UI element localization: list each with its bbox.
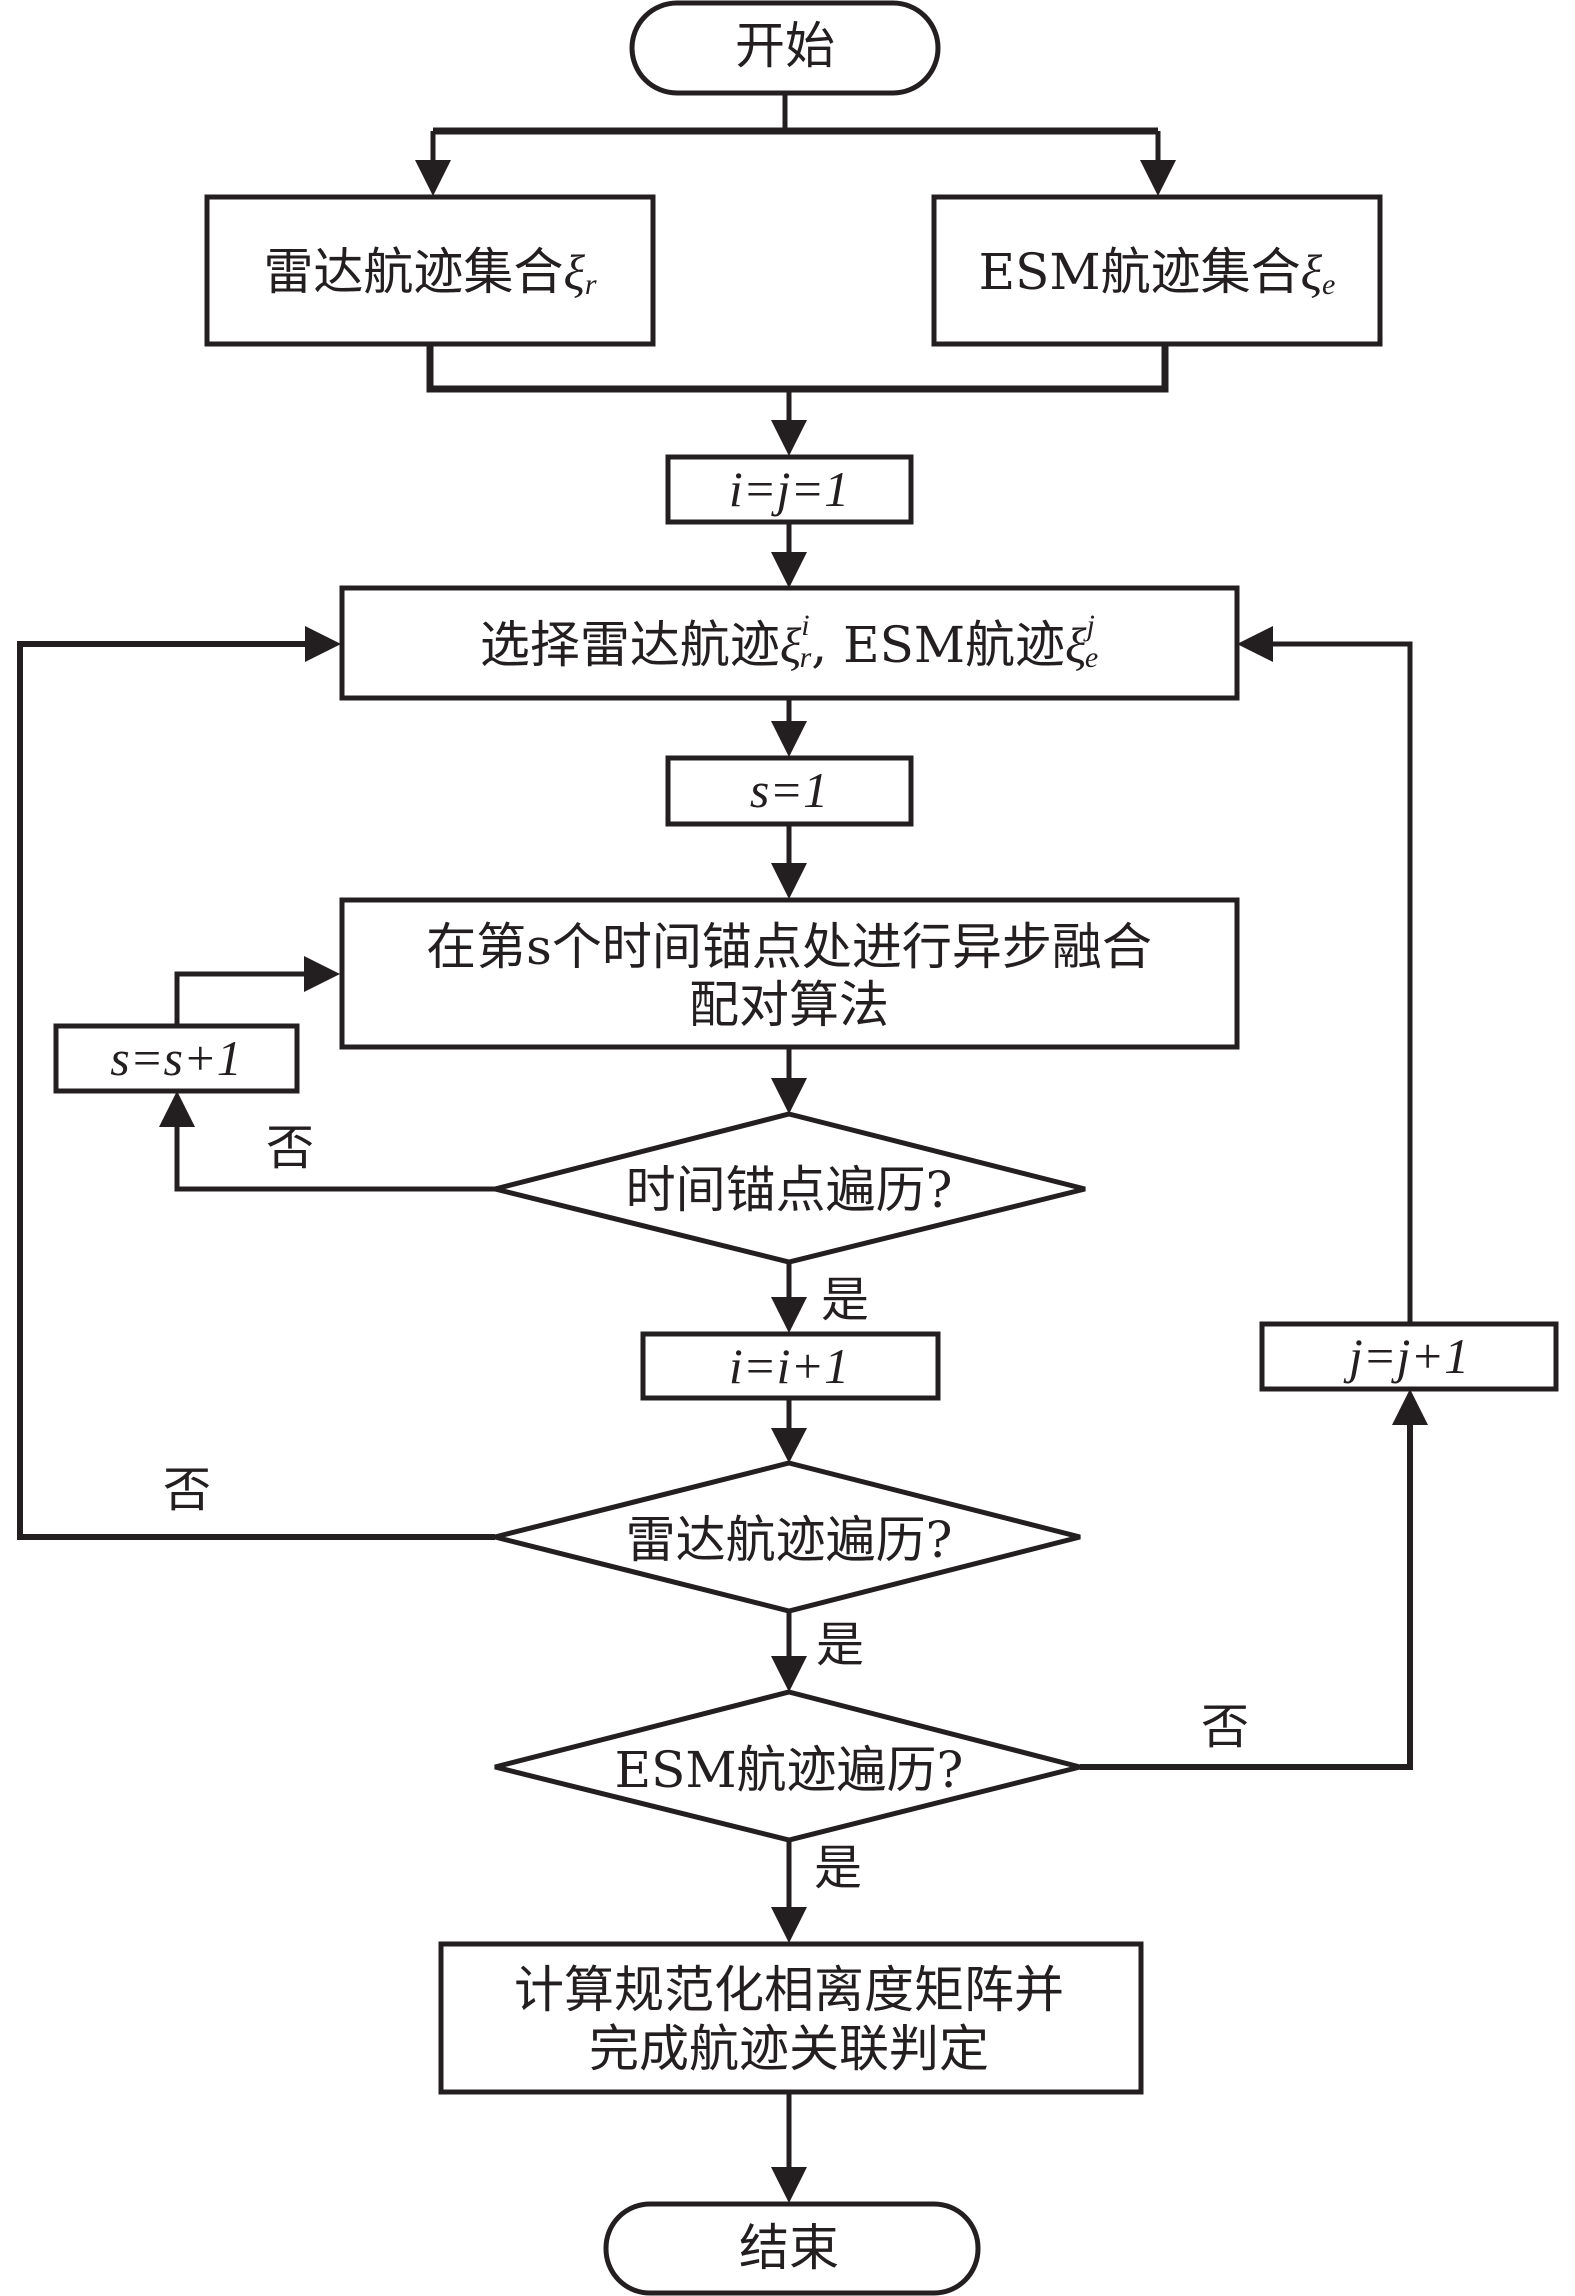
- inc-j-label: j=j+1: [1343, 1328, 1469, 1384]
- compute-label-line2: 完成航迹关联判定: [589, 2020, 989, 2078]
- node-esm-check: ESM航迹遍历?: [494, 1689, 1081, 1843]
- fusion-label-line2: 配对算法: [689, 976, 889, 1034]
- arrowhead: [771, 721, 807, 757]
- arrowhead: [771, 1907, 807, 1943]
- node-init-ij: i=j=1: [665, 454, 914, 525]
- arrowhead: [1140, 160, 1176, 196]
- init-ij-label: i=j=1: [729, 461, 849, 517]
- connectors: [17, 93, 1428, 2203]
- esm-no-label: 否: [1201, 1699, 1249, 1755]
- arrowhead: [771, 1078, 807, 1114]
- inc-i-label: i=i+1: [729, 1338, 849, 1394]
- radar-check-label: 雷达航迹遍历?: [626, 1511, 953, 1569]
- edge-anchor-no: [174, 1118, 495, 1192]
- anchor-check-label: 时间锚点遍历?: [626, 1161, 953, 1219]
- edge-radar-no: [17, 641, 495, 1540]
- node-init-s: s=1: [665, 755, 914, 827]
- node-compute: 计算规范化相离度矩阵并 完成航迹关联判定: [438, 1941, 1144, 2095]
- arrowhead: [1237, 626, 1273, 662]
- arrowhead: [304, 956, 340, 992]
- esm-set-label: ESM航迹集合ξe: [979, 243, 1336, 301]
- end-label: 结束: [739, 2219, 839, 2277]
- anchor-no-label: 否: [266, 1120, 314, 1176]
- node-inc-j: j=j+1: [1259, 1321, 1559, 1392]
- arrowhead: [415, 160, 451, 196]
- radar-set-label: 雷达航迹集合ξr: [263, 243, 596, 301]
- arrowhead: [305, 626, 341, 662]
- init-s-label: s=1: [750, 762, 828, 818]
- edge-esm-no: [1080, 1417, 1413, 1770]
- radar-yes-label: 是: [816, 1617, 864, 1673]
- node-anchor-check: 时间锚点遍历?: [494, 1111, 1086, 1265]
- fusion-label-line1: 在第s个时间锚点处进行异步融合: [426, 918, 1152, 976]
- node-fusion: 在第s个时间锚点处进行异步融合 配对算法: [339, 897, 1240, 1050]
- node-inc-s: s=s+1: [53, 1023, 300, 1094]
- edge-incs-fusion: [174, 971, 312, 1025]
- node-start: 开始: [629, 0, 941, 96]
- node-radar-set: 雷达航迹集合ξr: [204, 194, 656, 347]
- compute-label-line1: 计算规范化相离度矩阵并: [514, 1961, 1064, 2019]
- node-radar-check: 雷达航迹遍历?: [494, 1460, 1081, 1614]
- esm-check-label: ESM航迹遍历?: [615, 1741, 964, 1799]
- arrowhead: [1392, 1389, 1428, 1425]
- node-end: 结束: [603, 2201, 981, 2296]
- edge-merge: [426, 344, 1169, 393]
- arrowhead: [771, 2167, 807, 2203]
- esm-yes-label: 是: [814, 1840, 862, 1896]
- radar-no-label: 否: [163, 1462, 211, 1518]
- edge-incj-select: [1265, 641, 1413, 1323]
- anchor-yes-label: 是: [821, 1272, 869, 1328]
- arrowhead: [771, 1656, 807, 1692]
- edge-labels: 否 是 否 是 否 是: [163, 1120, 1249, 1896]
- node-esm-set: ESM航迹集合ξe: [931, 194, 1383, 347]
- arrowhead: [771, 1428, 807, 1463]
- arrowhead: [771, 863, 807, 899]
- arrowhead: [159, 1091, 195, 1127]
- inc-s-label: s=s+1: [110, 1030, 241, 1086]
- arrowhead: [771, 420, 807, 456]
- arrowhead: [771, 1297, 807, 1333]
- arrowhead: [771, 552, 807, 588]
- start-label: 开始: [735, 17, 835, 75]
- node-inc-i: i=i+1: [640, 1331, 941, 1401]
